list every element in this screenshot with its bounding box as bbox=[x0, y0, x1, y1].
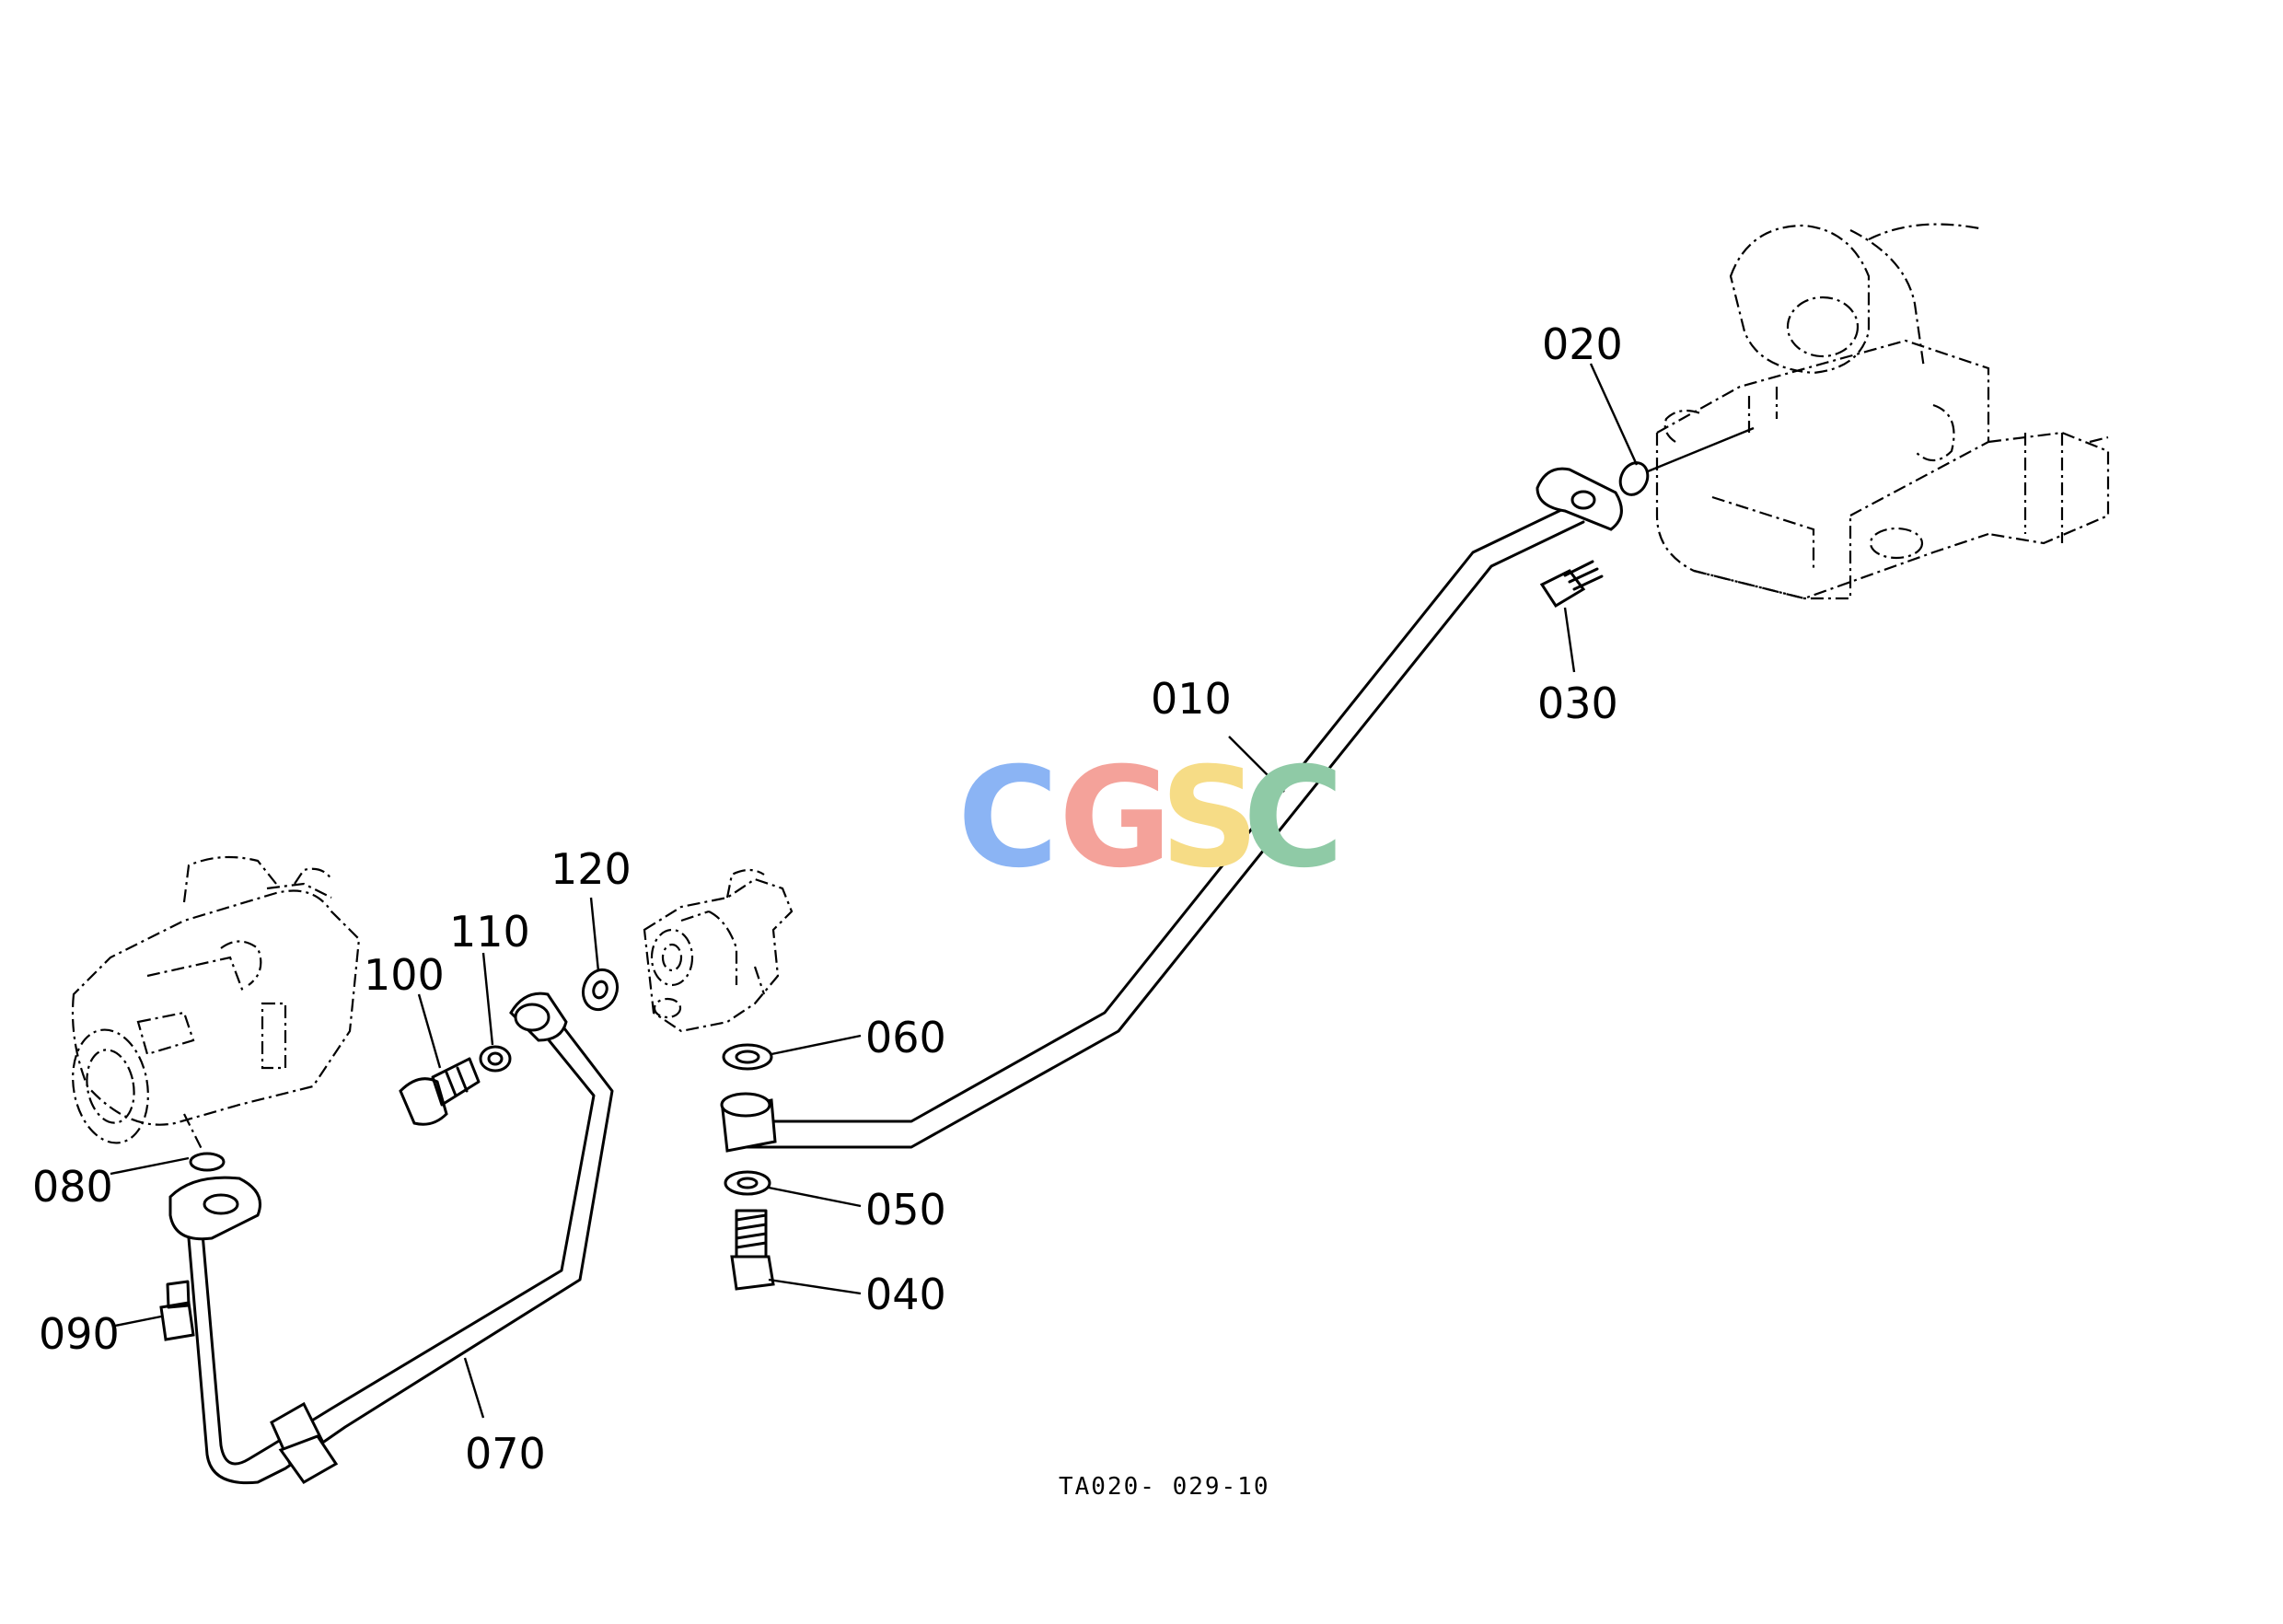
pipe-010 bbox=[720, 506, 1585, 1153]
watermark-letter-4: C bbox=[1243, 738, 1344, 899]
flange-020 bbox=[1536, 467, 1623, 531]
oring-020 bbox=[1618, 426, 1755, 496]
part-label-040: 040 bbox=[865, 1270, 946, 1319]
part-label-070: 070 bbox=[465, 1429, 546, 1479]
bolt-030 bbox=[1539, 560, 1604, 609]
part-label-050: 050 bbox=[865, 1185, 946, 1235]
watermark-logo: C G S C bbox=[957, 738, 1344, 899]
part-label-020: 020 bbox=[1542, 319, 1623, 369]
washer-050 bbox=[724, 1170, 771, 1196]
bolt-040 bbox=[730, 1209, 775, 1291]
bolt-100 bbox=[399, 1057, 481, 1126]
part-label-100: 100 bbox=[364, 950, 445, 1000]
oring-080 bbox=[189, 1152, 226, 1172]
leader-lines bbox=[110, 363, 1639, 1419]
washer-110 bbox=[479, 1045, 512, 1073]
part-label-080: 080 bbox=[32, 1162, 113, 1212]
part-label-090: 090 bbox=[39, 1309, 120, 1359]
upper-housing-assembly bbox=[1655, 223, 2110, 600]
part-label-060: 060 bbox=[865, 1013, 946, 1062]
part-label-120: 120 bbox=[550, 844, 632, 894]
watermark-letter-1: C bbox=[957, 738, 1059, 899]
bolt-090 bbox=[159, 1280, 195, 1341]
part-label-030: 030 bbox=[1537, 679, 1618, 728]
washer-060 bbox=[722, 1043, 773, 1071]
drawing-code: TA020- 029-10 bbox=[1059, 1473, 1270, 1501]
part-label-110: 110 bbox=[449, 907, 530, 957]
hydraulic-pump-assembly bbox=[71, 855, 361, 1152]
flange-070 bbox=[168, 1176, 261, 1241]
washer-120 bbox=[581, 968, 620, 1012]
valve-block-assembly bbox=[643, 868, 794, 1033]
watermark-letter-2: G bbox=[1059, 738, 1172, 899]
watermark-letter-3: S bbox=[1160, 738, 1259, 899]
pipe-070 bbox=[187, 992, 614, 1485]
part-label-010: 010 bbox=[1151, 674, 1232, 724]
